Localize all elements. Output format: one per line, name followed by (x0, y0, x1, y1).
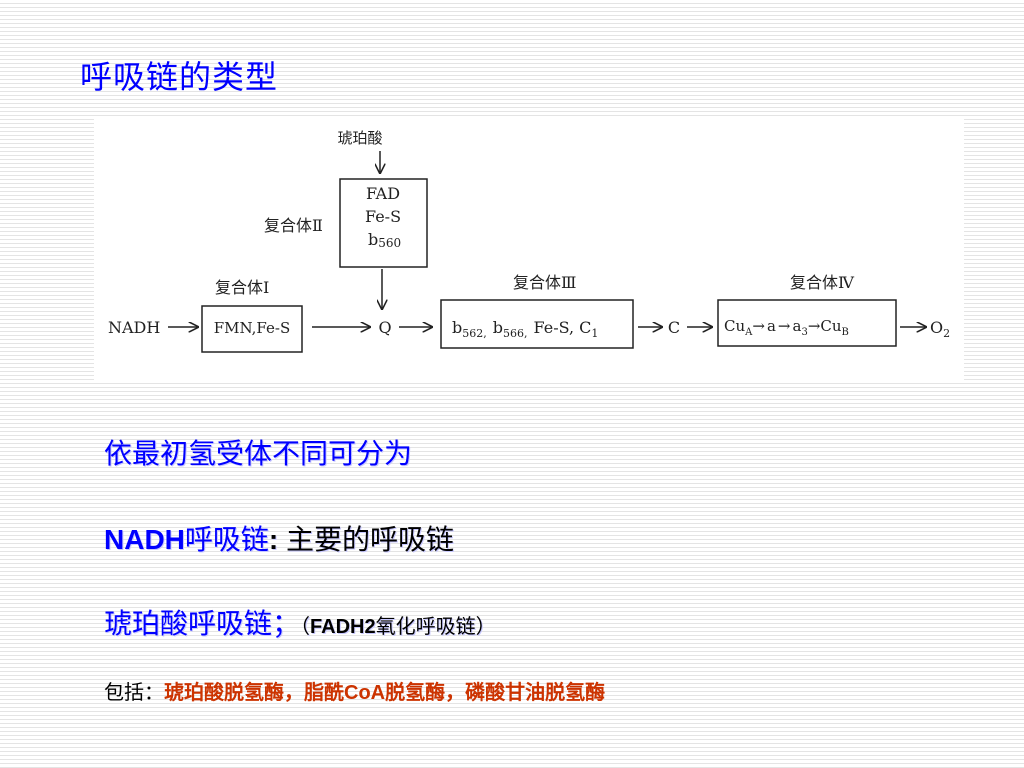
complex4-box (717, 299, 897, 347)
complex4-content: CuA→a→a3→CuB (724, 317, 849, 338)
complex3-content: b562,b566,Fe-S, C1 (452, 318, 598, 340)
nadh-term: NADH (104, 524, 185, 555)
succinate-label: 琥珀酸 (337, 129, 382, 147)
nadh-chain-desc: 主要的呼吸链 (286, 523, 455, 556)
c-label: C (668, 318, 680, 337)
succinate-chain-line: 琥珀酸呼吸链；（FADH2氧化呼吸链） (104, 602, 496, 642)
nadh-colon: : (268, 524, 287, 555)
classification-heading: 依最初氢受体不同可分为 (104, 437, 413, 470)
includes-line: 包括：琥珀酸脱氢酶，脂酰CoA脱氢酶，磷酸甘油脱氢酶 (104, 676, 605, 705)
complex1-content: FMN,Fe-S (214, 319, 291, 337)
nadh-chain-term: 呼吸链 (184, 523, 269, 556)
fadh2-chain-desc: 氧化呼吸链） (375, 614, 496, 638)
complex1-box (201, 305, 303, 353)
enzymes-part2: 脱氢酶，磷酸甘油脱氢酶 (385, 680, 606, 704)
respiratory-chain-diagram: 琥珀酸 复合体Ⅱ FAD Fe-S b560 复合体Ⅰ NADH FMN,Fe-… (94, 117, 964, 382)
complex2-box (339, 178, 428, 268)
nadh-chain-line: NADH呼吸链: 主要的呼吸链 (104, 518, 454, 558)
complex2-fad: FAD (366, 184, 400, 203)
paren-open: （ (300, 614, 311, 638)
complex2-label: 复合体Ⅱ (264, 216, 323, 235)
complex4-label: 复合体Ⅳ (790, 273, 855, 292)
complex1-label: 复合体Ⅰ (215, 278, 269, 297)
complex2-fes: Fe-S (365, 207, 401, 226)
nadh-label: NADH (108, 318, 160, 337)
fadh2-term: FADH2 (310, 616, 376, 638)
o2-label: O2 (930, 318, 950, 340)
succinate-chain-term: 琥珀酸呼吸链； (104, 607, 301, 640)
coa-term: CoA (344, 682, 386, 704)
complex2-b560: b560 (368, 230, 401, 250)
enzymes-part1: 琥珀酸脱氢酶，脂酰 (164, 680, 344, 704)
q-label: Q (378, 318, 391, 337)
includes-label: 包括： (104, 680, 164, 704)
complex3-box (440, 299, 634, 349)
complex3-label: 复合体Ⅲ (513, 273, 576, 292)
slide-title: 呼吸链的类型 (80, 58, 279, 96)
